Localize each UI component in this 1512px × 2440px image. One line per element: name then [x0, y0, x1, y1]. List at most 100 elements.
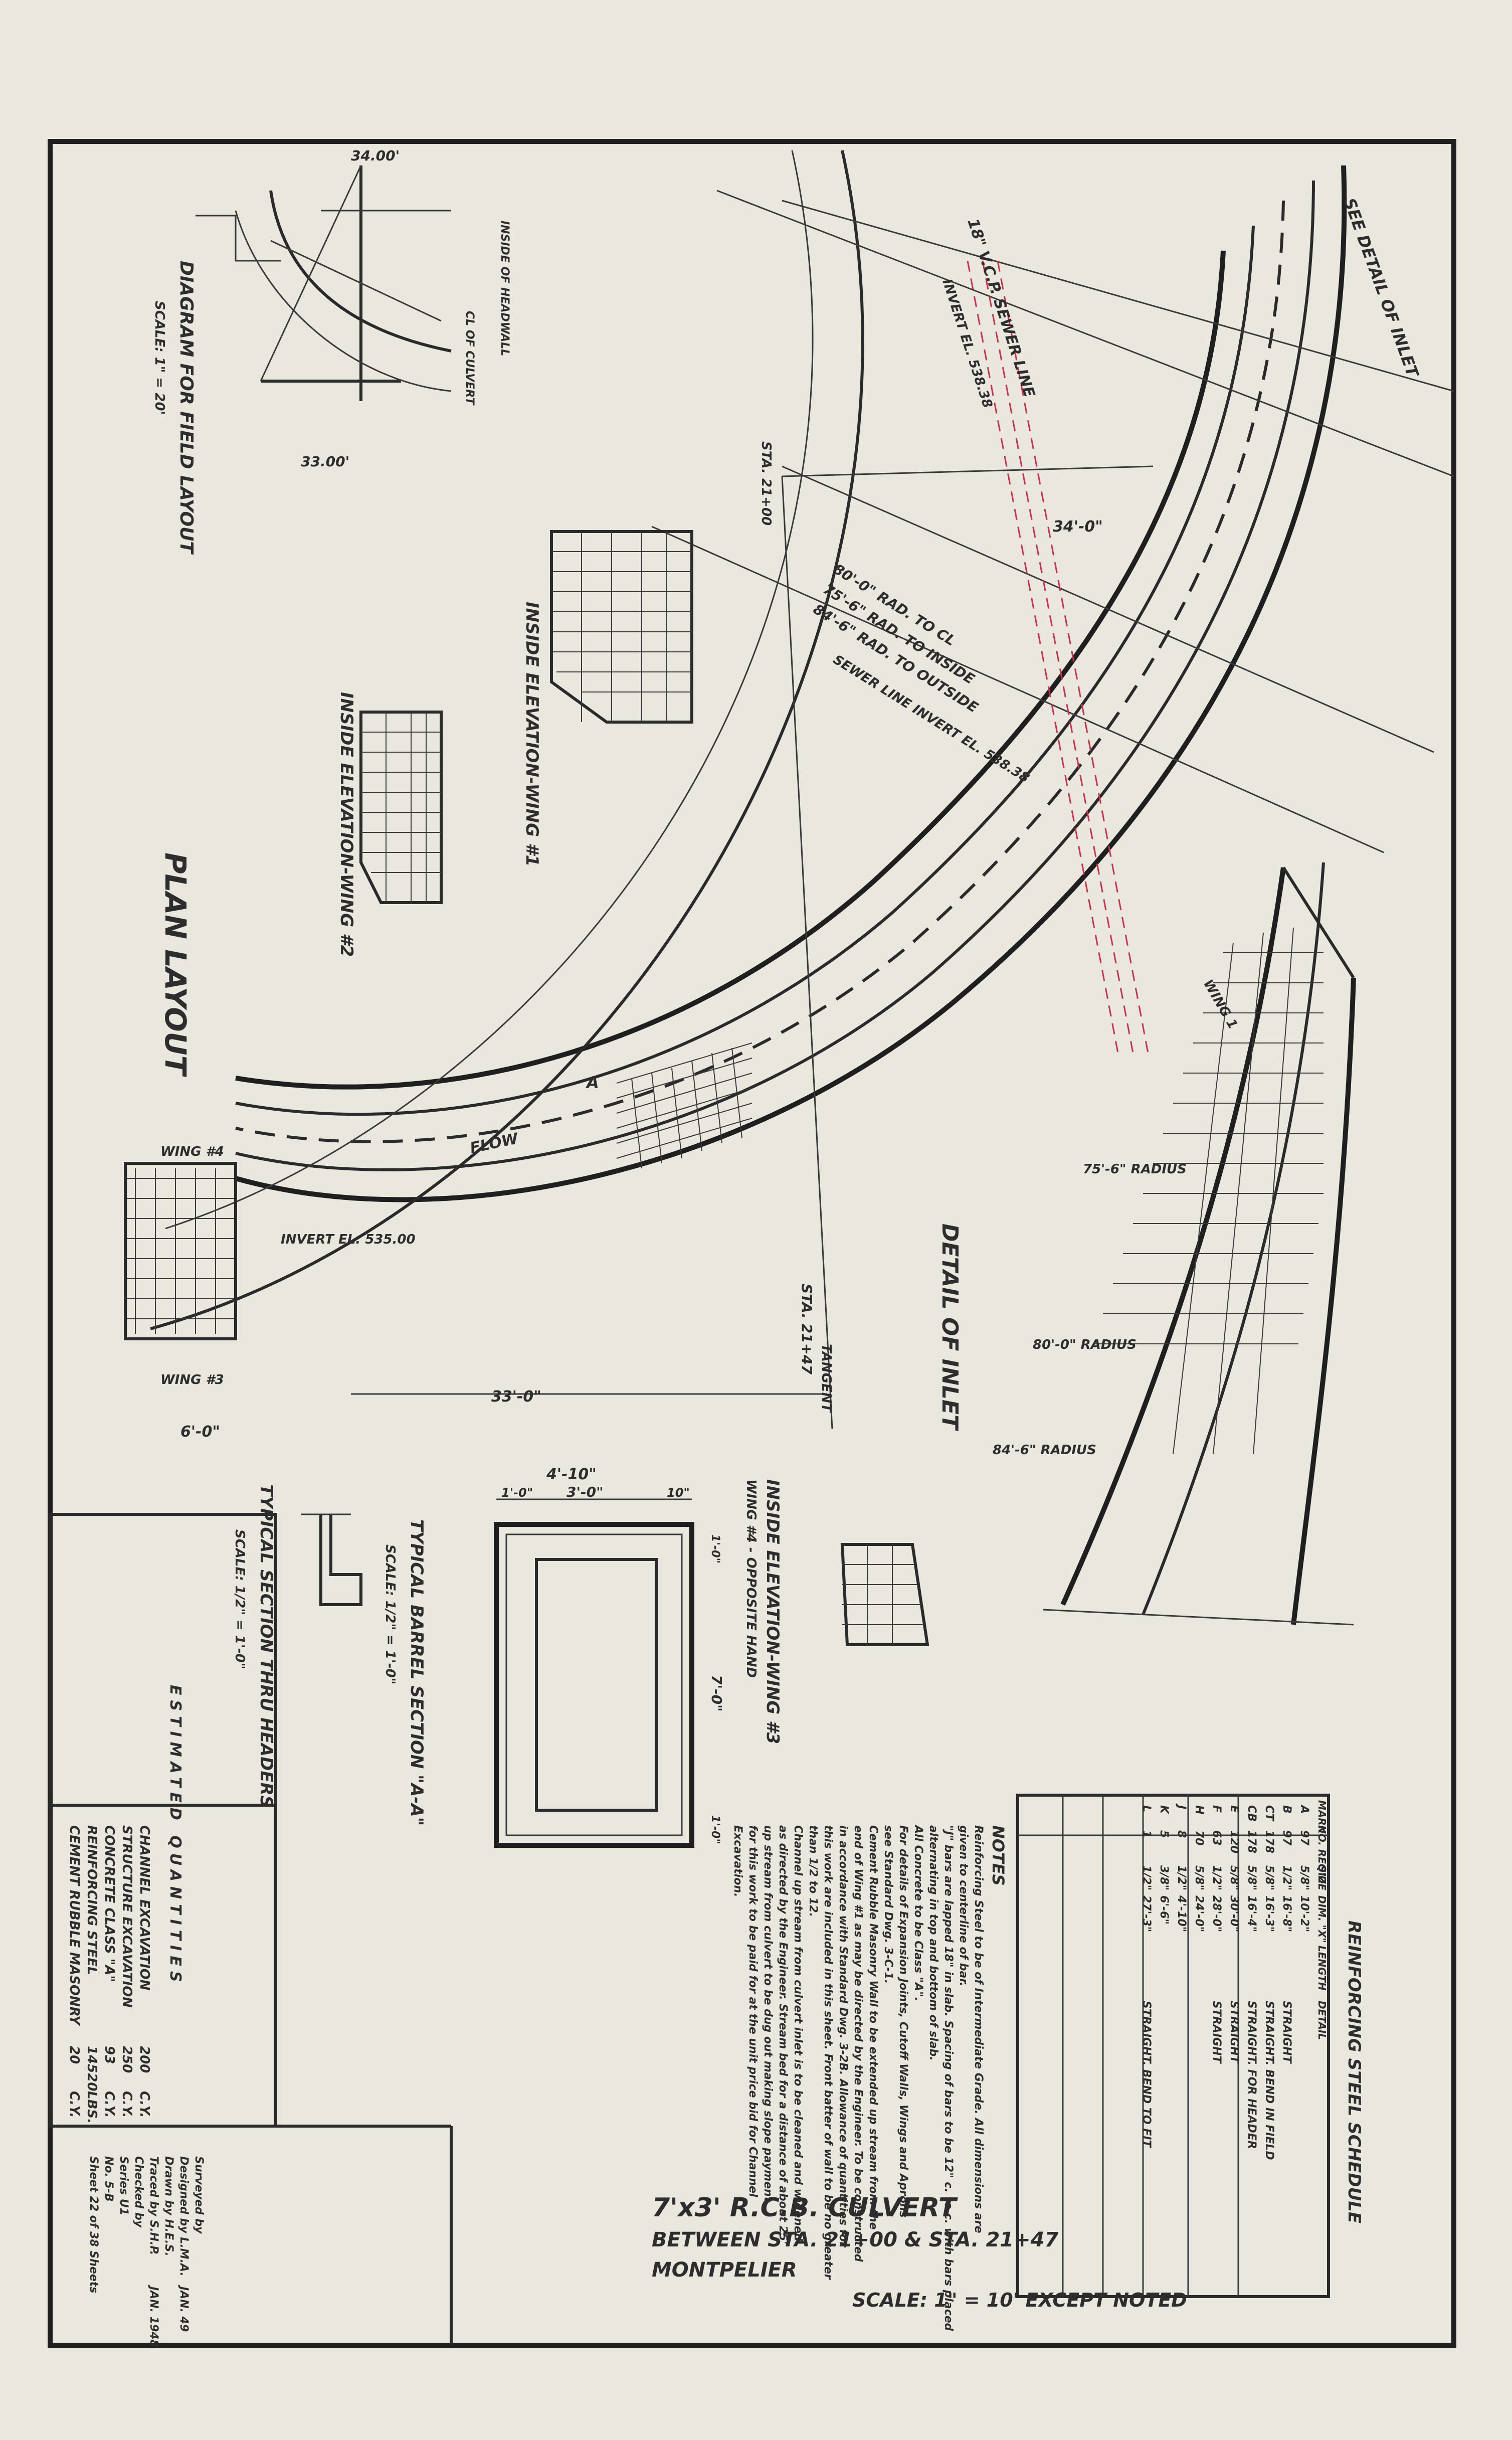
- note-line-16: for this work to be paid for at the unit…: [746, 1825, 759, 2197]
- notes-title: NOTES: [989, 1825, 1008, 1886]
- plan-dim-6: 6'-0": [180, 1423, 220, 1441]
- steel-schedule: REINFORCING STEEL SCHEDULE MARK NO. REQ'…: [1140, 1800, 1364, 2223]
- schedule-row-4-size: 5/8": [1245, 1865, 1258, 1890]
- project-location: MONTPELIER: [652, 2258, 797, 2282]
- schedule-row-5-req: 120: [1228, 1830, 1240, 1853]
- surveyed-by: Surveyed by: [193, 2156, 205, 2234]
- note-line-12: than 1/2 to 12.: [807, 1825, 819, 1917]
- schedule-row-8-req: 8: [1175, 1830, 1188, 1838]
- schedule-row-10-dim: 27'-3": [1140, 1895, 1153, 1932]
- schedule-row-2-dim: 16'-8": [1280, 1895, 1293, 1932]
- field-inside-headwall: INSIDE OF HEADWALL: [498, 221, 511, 356]
- note-line-11: this work are included in this sheet. Fr…: [822, 1825, 834, 2280]
- note-line-6: For details of Expansion Joints, Cutoff …: [897, 1825, 909, 2217]
- schedule-row-4-detail: STRAIGHT. FOR HEADER: [1245, 2001, 1258, 2149]
- qty-value-3: 93: [102, 2046, 117, 2064]
- qty-item-2: STRUCTURE EXCAVATION: [119, 1825, 134, 2008]
- qty-value-4: 14520: [84, 2046, 99, 2091]
- plan-layout-title: PLAN LAYOUT: [158, 852, 193, 1078]
- sta-2147-label: STA. 21+47: [799, 1284, 815, 1375]
- elevation-wing3-drawing: [840, 1543, 929, 1646]
- schedule-header-length: LENGTH: [1316, 1946, 1328, 1991]
- schedule-row-2-detail: STRAIGHT: [1280, 2001, 1293, 2064]
- qty-unit-4: LBS.: [84, 2091, 99, 2124]
- series-label: Series U1: [117, 2156, 130, 2215]
- sheet-scale-note: SCALE: 1" = 10' EXCEPT NOTED: [852, 2289, 1187, 2311]
- schedule-row-5-size: 5/8": [1228, 1865, 1240, 1890]
- section-a-marker: A: [585, 1073, 599, 1092]
- schedule-title: REINFORCING STEEL SCHEDULE: [1344, 1921, 1364, 2223]
- radius-845-label: 84'-6" RADIUS: [993, 1443, 1096, 1458]
- schedule-table-frame: [1016, 1794, 1330, 2298]
- schedule-row-5-dim: 30'-0": [1228, 1895, 1240, 1932]
- schedule-header-req: NO. REQ'D: [1316, 1825, 1328, 1884]
- qty-item-5: CEMENT RUBBLE MASONRY: [67, 1825, 82, 2026]
- schedule-row-1-req: 97: [1298, 1830, 1310, 1846]
- qty-item-3: CONCRETE CLASS "A": [102, 1825, 117, 1982]
- schedule-row-5-detail: STRAIGHT: [1228, 2001, 1240, 2064]
- schedule-row-10-req: 1: [1140, 1830, 1153, 1838]
- inlet-detail-title: DETAIL OF INLET: [937, 1224, 963, 1431]
- note-line-2: given to centerline of bar.: [957, 1825, 970, 1986]
- barrel-dim-bottom: 1'-0": [709, 1815, 721, 1844]
- tangent-label: TANGENT: [819, 1344, 834, 1413]
- radius-80-label: 80'-0" RADIUS: [1033, 1337, 1137, 1352]
- traced-by: Traced by S.H.P.: [147, 2156, 160, 2255]
- note-line-3: "J" bars are lapped 18" in slab. Spacing…: [942, 1825, 955, 2331]
- schedule-row-6-req: 63: [1210, 1830, 1223, 1846]
- barrel-dim-side-r: 10": [667, 1486, 690, 1500]
- schedule-row-8-mark: J: [1175, 1803, 1188, 1809]
- designed-by: Designed by L.M.A.: [177, 2156, 190, 2277]
- qty-unit-2: C.Y.: [119, 2091, 134, 2118]
- sta-2100-label: STA. 21+00: [759, 441, 774, 526]
- header-section-title: TYPICAL SECTION THRU HEADERS: [256, 1484, 276, 1808]
- schedule-row-8-dim: 4'-10": [1175, 1895, 1188, 1932]
- wing1-elevation-title: INSIDE ELEVATION-WING #1: [522, 602, 542, 866]
- schedule-row-6-mark: F: [1210, 1805, 1223, 1813]
- schedule-row-7-dim: 24'-0": [1193, 1895, 1205, 1932]
- note-line-14: as directed by the Engineer. Stream bed …: [777, 1825, 789, 2244]
- barrel-dim-height: 7'-0": [708, 1675, 725, 1712]
- barrel-dim-side-l: 1'-0": [501, 1486, 533, 1500]
- note-line-8: Cement Rubble Masonry Wall to be extende…: [867, 1825, 879, 2230]
- sewer-invert-label: INVERT EL. 538.38: [939, 277, 995, 410]
- schedule-row-3-detail: STRAIGHT. BEND IN FIELD: [1263, 2001, 1275, 2160]
- schedule-row-1-dim: 10'-2": [1298, 1895, 1310, 1932]
- flow-label: FLOW: [468, 1130, 520, 1157]
- note-line-5: All Concrete to be Class "A".: [912, 1824, 924, 2001]
- field-dim-34: 34.00': [351, 147, 400, 164]
- see-detail-note: SEE DETAIL OF INLET: [1340, 196, 1422, 381]
- schedule-row-5-mark: E: [1228, 1805, 1240, 1813]
- qty-unit-3: C.Y.: [102, 2091, 117, 2118]
- schedule-row-7-req: 70: [1193, 1830, 1205, 1846]
- note-line-9: end of Wing #1 as may be directed by the…: [852, 1825, 864, 2262]
- note-line-17: Excavation.: [731, 1825, 744, 1897]
- schedule-row-1-size: 5/8": [1298, 1865, 1310, 1890]
- schedule-row-8-size: 1/2": [1175, 1865, 1188, 1890]
- checked-by: Checked by: [132, 2156, 145, 2228]
- schedule-row-6-detail: STRAIGHT: [1210, 2001, 1223, 2064]
- field-dim-33: 33.00': [301, 453, 349, 470]
- note-line-13: Channel up stream from culvert inlet is …: [792, 1825, 804, 2241]
- barrel-dim-top: 1'-0": [709, 1534, 721, 1563]
- sewer-line: [967, 260, 1149, 1054]
- schedule-row-3-size: 5/8": [1263, 1865, 1275, 1890]
- schedule-row-4-req: 178: [1245, 1830, 1258, 1853]
- schedule-row-7-size: 5/8": [1193, 1865, 1205, 1890]
- schedule-row-9-size: 3/8": [1158, 1865, 1170, 1890]
- schedule-row-3-dim: 16'-3": [1263, 1895, 1275, 1932]
- schedule-row-9-mark: K: [1158, 1805, 1170, 1815]
- schedule-row-2-mark: B: [1280, 1805, 1293, 1814]
- barrel-dim-overall: 4'-10": [546, 1466, 597, 1483]
- schedule-row-2-req: 97: [1280, 1830, 1293, 1846]
- quantities-title: ESTIMATED QUANTITIES: [166, 1685, 184, 1987]
- note-line-7: see Standard Dwg. 3-C-1.: [882, 1825, 894, 1984]
- barrel-section-title: TYPICAL BARREL SECTION "A-A": [407, 1519, 427, 1826]
- field-cl-culvert: CL OF CULVERT: [463, 311, 476, 406]
- note-line-4: alternating in top and bottom of slab.: [927, 1825, 939, 2061]
- schedule-header-detail: DETAIL: [1316, 2001, 1328, 2040]
- sheet-border: [48, 139, 1456, 2348]
- qty-item-4: REINFORCING STEEL: [84, 1825, 99, 1975]
- project-between: BETWEEN STA. 21+00 & STA. 21+47: [652, 2228, 1058, 2251]
- title-block: Surveyed by Designed by L.M.A. Drawn by …: [87, 2156, 205, 2347]
